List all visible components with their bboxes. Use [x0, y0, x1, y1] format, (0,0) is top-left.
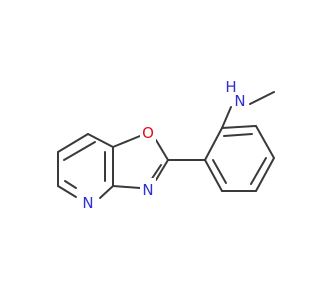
atom-pyridine-n: N	[80, 191, 96, 213]
bond	[99, 185, 114, 199]
bond	[212, 159, 227, 184]
molecule-structure-diagram: N H O N N	[57, 78, 275, 213]
methylamino-group	[221, 91, 275, 129]
oxazole-nitrogen-label: N	[142, 181, 153, 199]
bond	[112, 135, 141, 148]
bond	[87, 133, 114, 148]
bond	[63, 141, 96, 161]
bond	[64, 180, 77, 189]
bond	[150, 164, 162, 181]
oxazole-ring	[112, 135, 169, 189]
bond	[255, 157, 275, 192]
bond	[249, 91, 275, 105]
bond	[112, 185, 141, 189]
bond	[204, 159, 223, 192]
bond	[221, 106, 232, 129]
bond	[250, 157, 267, 185]
bond	[155, 159, 169, 181]
bond	[223, 133, 253, 137]
atom-oxazole-n: N	[140, 178, 156, 200]
bond	[255, 125, 275, 159]
bond	[155, 139, 169, 161]
atom-nh: N H	[225, 78, 248, 111]
bond	[57, 185, 77, 198]
oxazole-oxygen-label: O	[142, 124, 154, 142]
bond	[57, 133, 89, 153]
bond	[204, 127, 223, 161]
atom-oxazole-o: O	[140, 121, 156, 143]
bond	[221, 125, 257, 129]
pyridine-nitrogen-label: N	[82, 194, 93, 212]
nh-hydrogen-label: H	[225, 78, 236, 96]
nh-nitrogen-label: N	[234, 92, 245, 110]
pyridine-ring	[57, 133, 114, 199]
benzene-ring	[167, 125, 275, 192]
